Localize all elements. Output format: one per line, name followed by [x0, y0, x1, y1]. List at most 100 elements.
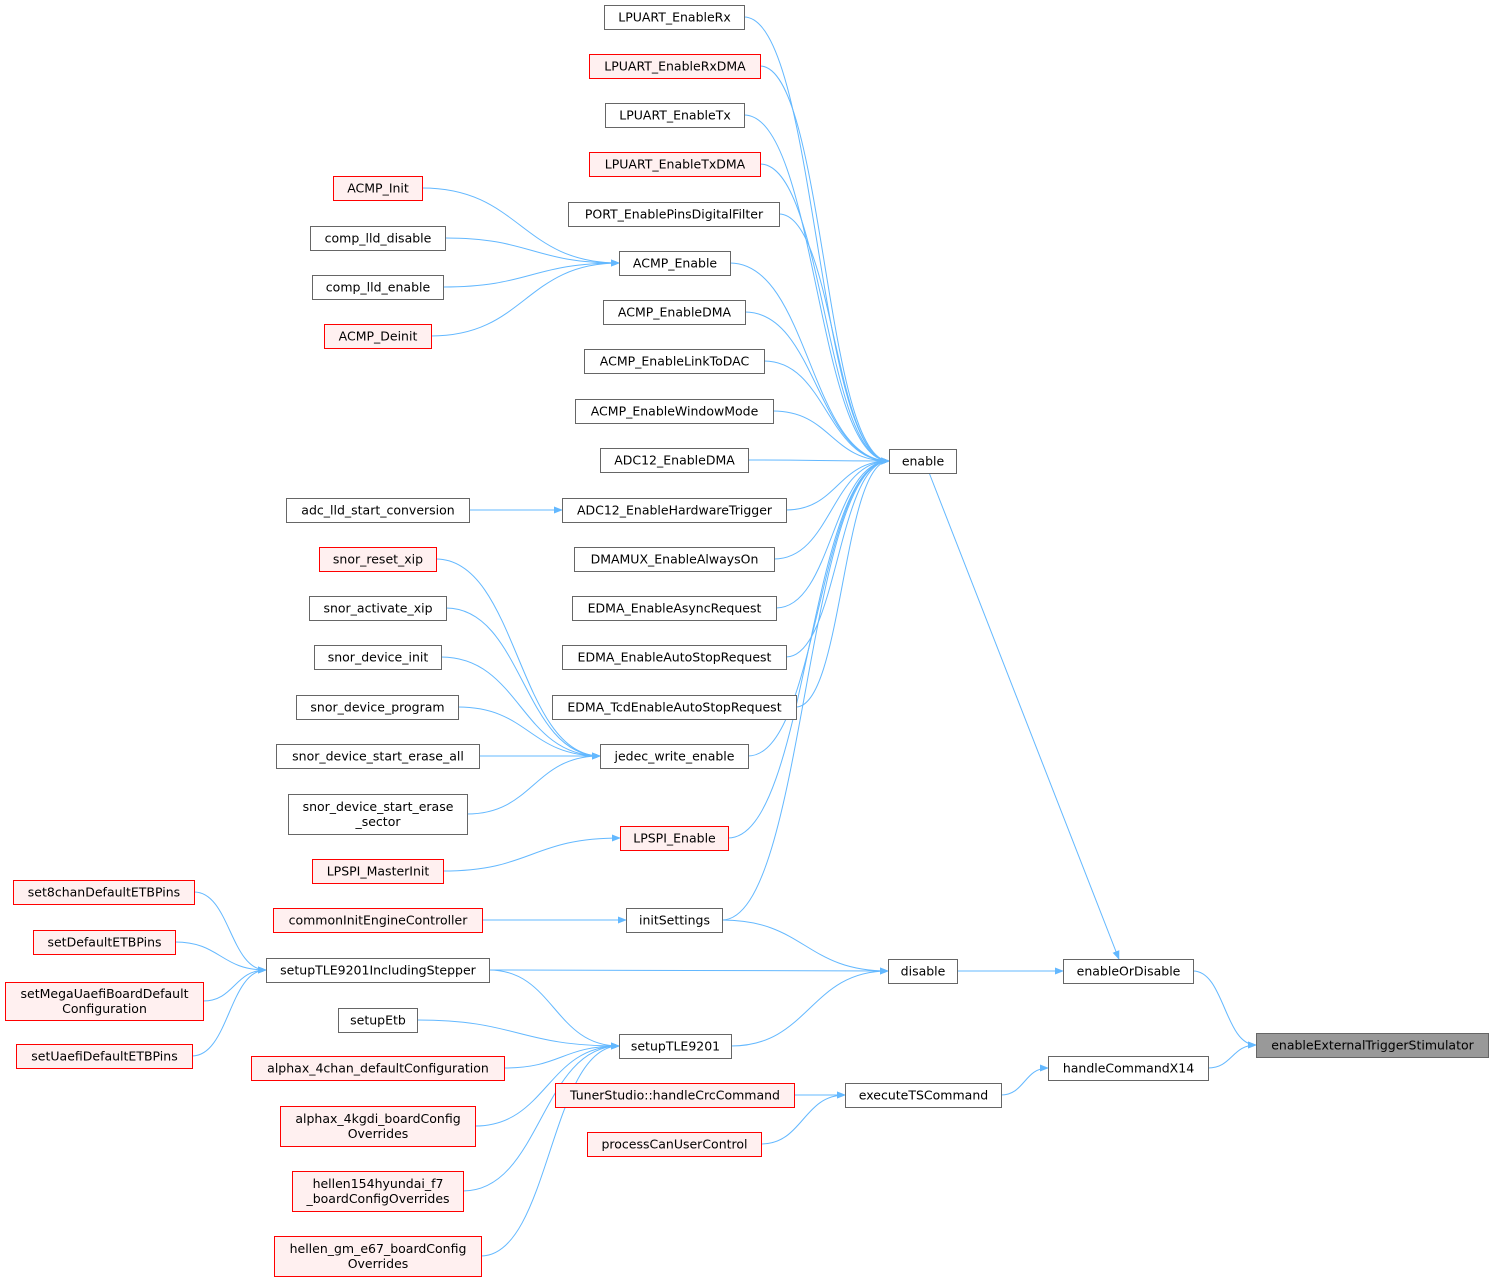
node-label: processCanUserControl — [601, 1137, 747, 1152]
call-edge — [778, 213, 890, 465]
node-box — [312, 275, 444, 300]
graph-node-comp-lld-disable[interactable]: comp_lld_disable — [310, 226, 446, 251]
graph-node-setuaefidefaultetbpins[interactable]: setUaefiDefaultETBPins — [16, 1044, 193, 1069]
call-edge — [445, 607, 601, 760]
graph-node-edma-enableautostoprequest[interactable]: EDMA_EnableAutoStopRequest — [562, 645, 787, 670]
graph-node-setupetb[interactable]: setupEtb — [338, 1008, 418, 1033]
graph-node-setuptle9201includingstepper[interactable]: setupTLE9201IncludingStepper — [266, 958, 490, 983]
graph-node-enable[interactable]: enable — [889, 449, 957, 474]
node-label: Overrides — [348, 1126, 409, 1141]
call-edge — [760, 1091, 846, 1145]
graph-node-set8chandefaultetbpins[interactable]: set8chanDefaultETBPins — [13, 880, 195, 905]
node-label: hellen154hyundai_f7 — [313, 1176, 444, 1191]
node-label: LPSPI_Enable — [633, 831, 716, 846]
call-edge — [442, 259, 620, 288]
graph-node-lpuart-enabletxdma[interactable]: LPUART_EnableTxDMA — [589, 152, 761, 177]
node-box — [562, 645, 787, 670]
node-label: executeTSCommand — [859, 1088, 988, 1103]
node-label: Overrides — [348, 1256, 409, 1271]
graph-node-lpspi-masterinit[interactable]: LPSPI_MasterInit — [312, 859, 444, 884]
graph-node-edma-enableasyncrequest[interactable]: EDMA_EnableAsyncRequest — [572, 596, 777, 621]
node-label: enableExternalTriggerStimulator — [1271, 1038, 1474, 1053]
node-label: commonInitEngineController — [289, 913, 469, 928]
call-edge — [435, 558, 601, 760]
graph-node-lpuart-enablerxdma[interactable]: LPUART_EnableRxDMA — [589, 54, 761, 79]
graph-node-handlecommandx14[interactable]: handleCommandX14 — [1048, 1056, 1209, 1081]
graph-node-adc-lld-start-conversion[interactable]: adc_lld_start_conversion — [286, 498, 470, 523]
graph-node-snor-device-program[interactable]: snor_device_program — [296, 695, 459, 720]
node-label: adc_lld_start_conversion — [301, 503, 454, 518]
node-label: comp_lld_enable — [326, 280, 431, 295]
node-box — [1063, 959, 1194, 984]
node-box — [587, 1132, 762, 1157]
graph-node-disable[interactable]: disable — [888, 959, 958, 984]
node-label: LPUART_EnableRxDMA — [604, 59, 746, 74]
graph-node-dmamux-enablealwayson[interactable]: DMAMUX_EnableAlwaysOn — [574, 547, 775, 572]
call-edge — [488, 967, 889, 975]
graph-node-enableordisable[interactable]: enableOrDisable — [1063, 959, 1194, 984]
call-edge — [773, 457, 890, 560]
graph-node-snor-device-init[interactable]: snor_device_init — [314, 645, 442, 670]
graph-node-adc12-enabledma[interactable]: ADC12_EnableDMA — [600, 448, 749, 473]
graph-node-jedec-write-enable[interactable]: jedec_write_enable — [600, 744, 749, 769]
graph-node-processcanusercontrol[interactable]: processCanUserControl — [587, 1132, 762, 1157]
graph-node-snor-reset-xip[interactable]: snor_reset_xip — [319, 547, 437, 572]
graph-node-enableexternaltriggerstimulator[interactable]: enableExternalTriggerStimulator — [1256, 1033, 1489, 1058]
graph-node-lpuart-enablerx[interactable]: LPUART_EnableRx — [604, 5, 745, 30]
node-label: DMAMUX_EnableAlwaysOn — [591, 552, 759, 567]
node-box — [572, 596, 777, 621]
graph-node-comp-lld-enable[interactable]: comp_lld_enable — [312, 275, 444, 300]
call-edge — [440, 656, 601, 760]
graph-node-commoninitenginecontroller[interactable]: commonInitEngineController — [273, 908, 483, 933]
call-edge — [191, 966, 267, 1057]
graph-node-hellen-gm-e67-boardconfigoverrides[interactable]: hellen_gm_e67_boardConfigOverrides — [274, 1236, 482, 1277]
graph-node-lpuart-enabletx[interactable]: LPUART_EnableTx — [605, 103, 745, 128]
graph-node-snor-activate-xip[interactable]: snor_activate_xip — [309, 596, 447, 621]
call-edge — [474, 1042, 620, 1127]
graph-node-alphax-4chan-defaultconfiguration[interactable]: alphax_4chan_defaultConfiguration — [251, 1056, 505, 1081]
node-box — [620, 826, 729, 851]
node-box — [338, 1008, 418, 1033]
node-label: initSettings — [639, 913, 710, 928]
call-edge — [488, 969, 620, 1050]
call-edge — [743, 114, 890, 465]
node-box — [562, 498, 787, 523]
node-box — [310, 226, 446, 251]
graph-node-acmp-enable[interactable]: ACMP_Enable — [619, 251, 731, 276]
call-edge — [772, 410, 890, 465]
node-box — [619, 251, 731, 276]
node-box — [276, 744, 480, 769]
graph-node-tunerstudio-handlecrccommand[interactable]: TunerStudio::handleCrcCommand — [555, 1083, 795, 1108]
node-box — [288, 794, 468, 835]
graph-node-port-enablepinsdigitalfilter[interactable]: PORT_EnablePinsDigitalFilter — [568, 202, 780, 227]
graph-node-setuptle9201[interactable]: setupTLE9201 — [619, 1034, 732, 1059]
graph-node-acmp-deinit[interactable]: ACMP_Deinit — [324, 324, 432, 349]
graph-node-executetscommand[interactable]: executeTSCommand — [845, 1083, 1002, 1108]
node-label: LPUART_EnableTxDMA — [605, 157, 746, 172]
graph-node-acmp-init[interactable]: ACMP_Init — [333, 176, 423, 201]
node-box — [314, 645, 442, 670]
node-label: ADC12_EnableDMA — [614, 453, 735, 468]
call-edge — [928, 472, 1120, 960]
node-box — [626, 908, 723, 933]
graph-node-setdefaultetbpins[interactable]: setDefaultETBPins — [33, 930, 176, 955]
graph-node-initsettings[interactable]: initSettings — [626, 908, 723, 933]
node-label: setDefaultETBPins — [47, 935, 161, 950]
graph-node-alphax-4kgdi-boardconfigoverrides[interactable]: alphax_4kgdi_boardConfigOverrides — [280, 1106, 476, 1147]
node-label: enableOrDisable — [1077, 964, 1181, 979]
graph-node-adc12-enablehardwaretrigger[interactable]: ADC12_EnableHardwareTrigger — [562, 498, 787, 523]
graph-node-acmp-enablewindowmode[interactable]: ACMP_EnableWindowMode — [575, 399, 774, 424]
node-label: ACMP_Enable — [633, 256, 718, 271]
node-label: EDMA_EnableAutoStopRequest — [578, 650, 772, 665]
edges-layer — [174, 16, 1257, 1257]
graph-node-edma-tcdenableautostoprequest[interactable]: EDMA_TcdEnableAutoStopRequest — [552, 695, 797, 720]
node-box — [1048, 1056, 1209, 1081]
graph-node-lpspi-enable[interactable]: LPSPI_Enable — [620, 826, 729, 851]
graph-node-snor-device-start-erase-all[interactable]: snor_device_start_erase_all — [276, 744, 480, 769]
graph-node-snor-device-start-erase-sector[interactable]: snor_device_start_erase_sector — [288, 794, 468, 835]
node-box — [600, 744, 749, 769]
graph-node-acmp-enabledma[interactable]: ACMP_EnableDMA — [603, 300, 746, 325]
graph-node-hellen154hyundai-f7-boardconfigoverrides[interactable]: hellen154hyundai_f7_boardConfigOverrides — [292, 1171, 464, 1212]
graph-node-acmp-enablelinktodac[interactable]: ACMP_EnableLinkToDAC — [584, 349, 765, 374]
